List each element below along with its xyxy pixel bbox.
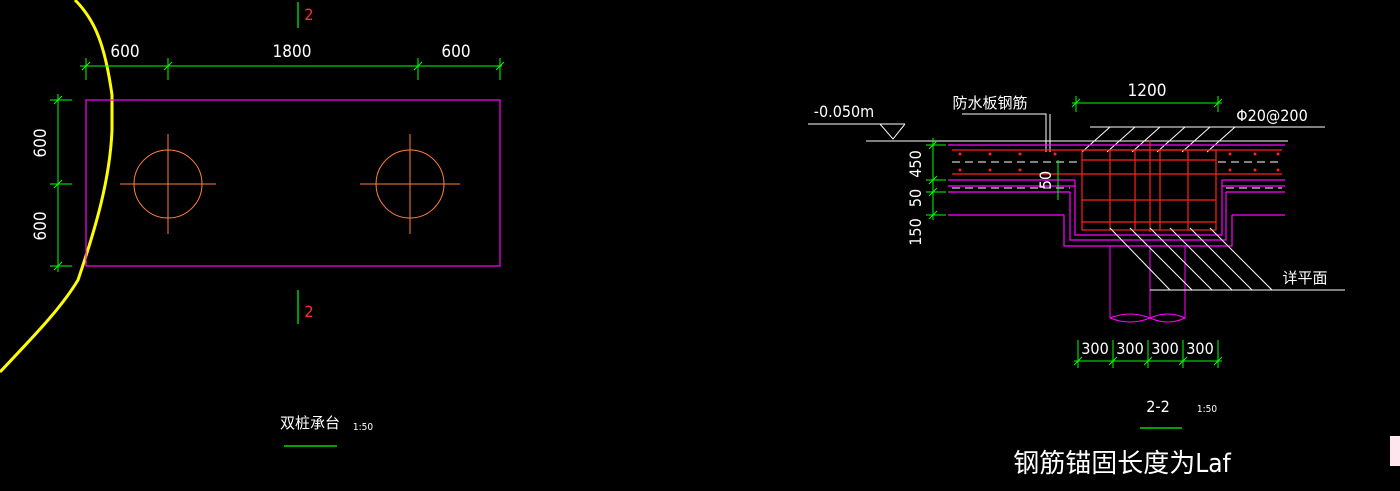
section-mark-label-bottom: 2: [304, 302, 313, 321]
section-dimension-left: [926, 138, 946, 220]
plan-scale: 1:50: [353, 422, 373, 433]
section-dim-300-1: 300: [1081, 339, 1108, 358]
rebar-dots: [958, 152, 1280, 172]
section-dim-50: 50: [906, 189, 925, 207]
section-dim-150: 150: [906, 218, 925, 245]
see-plan-label: 详平面: [1282, 269, 1327, 287]
rebar-leaders-top: [1081, 126, 1236, 153]
section-dim-1200: 1200: [1128, 81, 1167, 101]
plan-dim-600-upper: 600: [31, 128, 51, 157]
plan-dim-600-lower: 600: [31, 211, 51, 240]
section-view: -0.050m 防水板钢筋 1200 Φ20@200: [808, 81, 1345, 429]
pile-right: [360, 134, 460, 234]
section-dim-300-3: 300: [1151, 339, 1178, 358]
rebar-leaders-bottom: [1109, 227, 1345, 291]
pile-cap-outline: [85, 99, 501, 267]
waterproof-leader: [962, 113, 1047, 152]
section-dim-300-2: 300: [1116, 339, 1143, 358]
anchorage-note: 钢筋锚固长度为Laf: [1013, 449, 1231, 479]
slab-rebar: [952, 140, 1282, 232]
plan-dimension-left: [50, 94, 72, 272]
side-tab[interactable]: [1390, 436, 1400, 466]
elevation-label: -0.050m: [814, 102, 874, 121]
plan-dim-1800: 1800: [273, 42, 312, 62]
section-mark-bottom: 2: [297, 290, 314, 324]
section-dimension-top: [1071, 96, 1223, 112]
section-mark-label-top: 2: [304, 5, 313, 24]
section-dim-300-4: 300: [1186, 339, 1213, 358]
section-dim-mid-50: 50: [1036, 171, 1055, 189]
slab-outline: [948, 144, 1285, 247]
section-dimension-bottom: [1073, 340, 1223, 368]
section-scale: 1:50: [1197, 404, 1217, 415]
dashed-lines: [952, 161, 1282, 189]
plan-dim-600-left: 600: [110, 42, 139, 62]
section-mark-top: 2: [297, 2, 314, 28]
plan-title: 双桩承台: [280, 414, 340, 432]
rebar-spec-label: Φ20@200: [1236, 106, 1308, 125]
plan-view: 600 1800 600 600 600: [0, 0, 505, 447]
waterproof-rebar-label: 防水板钢筋: [952, 94, 1027, 112]
section-pile: [1109, 246, 1187, 323]
section-dim-450: 450: [906, 150, 925, 177]
plan-dimension-top: [80, 58, 505, 80]
pile-left: [120, 134, 216, 234]
boundary-curve: [0, 0, 114, 374]
plan-dim-600-right: 600: [441, 42, 470, 62]
section-title: 2-2: [1146, 397, 1170, 416]
